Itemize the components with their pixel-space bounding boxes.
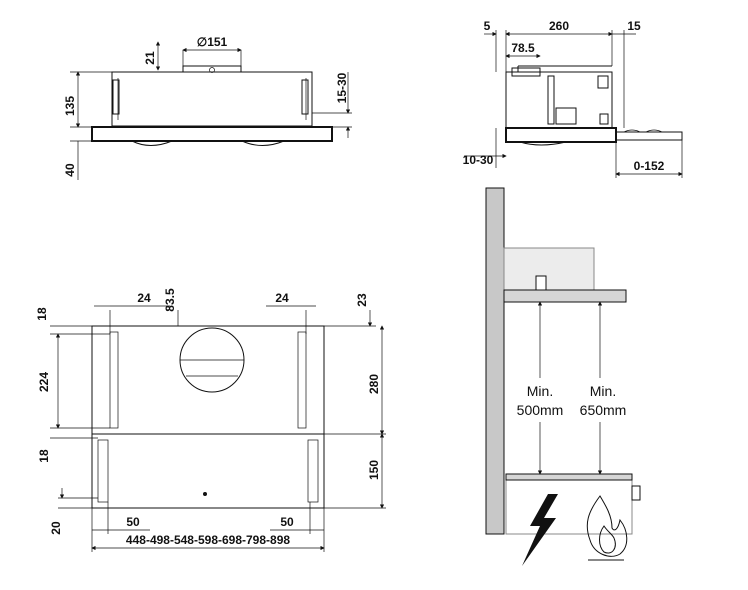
install-view: Min. 500mm Min. 650mm xyxy=(485,187,641,566)
min-gas-label: Min. xyxy=(590,383,616,399)
front-dim-diameter: ∅151 xyxy=(197,35,228,49)
side-dim-15: 15 xyxy=(627,19,641,33)
bottom-dim-18-mid: 18 xyxy=(37,449,51,463)
bottom-body xyxy=(91,325,325,435)
front-hood-body xyxy=(111,71,313,127)
side-dim-10-30: 10-30 xyxy=(463,153,494,167)
min-gas-value: 650mm xyxy=(580,402,627,418)
front-visor xyxy=(91,126,333,142)
bottom-dim-23: 23 xyxy=(355,293,369,307)
front-dim-40: 40 xyxy=(63,163,77,177)
bottom-dim-24-left: 24 xyxy=(137,291,151,305)
min-electric-label: Min. xyxy=(527,383,553,399)
bottom-dim-50-left: 50 xyxy=(126,515,140,529)
front-view: 21 ∅151 135 40 15-30 xyxy=(63,35,352,180)
min-electric-value: 500mm xyxy=(517,402,564,418)
bottom-dim-50-right: 50 xyxy=(280,515,294,529)
side-view: 5 260 15 78.5 10-30 0-152 xyxy=(463,19,683,178)
bottom-dim-224: 224 xyxy=(37,372,51,392)
side-dim-260: 260 xyxy=(549,19,569,33)
bottom-dim-20: 20 xyxy=(49,521,63,535)
front-dim-15-30: 15-30 xyxy=(335,72,349,103)
bottom-dim-widths: 448-498-548-598-698-798-898 xyxy=(126,533,290,547)
front-dim-135: 135 xyxy=(63,96,77,116)
bottom-dim-150: 150 xyxy=(367,460,381,480)
side-tray xyxy=(505,127,617,143)
side-hood-body xyxy=(505,71,613,129)
side-dim-78-5: 78.5 xyxy=(511,41,535,55)
lightning-bolt-icon xyxy=(522,494,558,566)
side-dim-0-152: 0-152 xyxy=(634,159,665,173)
bottom-dim-83-5: 83.5 xyxy=(163,288,177,312)
bottom-visor xyxy=(91,433,325,509)
hood xyxy=(503,289,627,303)
flame-icon xyxy=(586,495,628,561)
bottom-dim-24-right: 24 xyxy=(275,291,289,305)
bottom-dim-280: 280 xyxy=(367,374,381,394)
bottom-dim-18-top: 18 xyxy=(35,307,49,321)
wall xyxy=(485,187,505,535)
front-dim-21: 21 xyxy=(143,51,157,65)
side-dim-5: 5 xyxy=(484,19,491,33)
bottom-view: 18 24 83.5 24 23 224 18 20 280 150 xyxy=(35,288,386,552)
